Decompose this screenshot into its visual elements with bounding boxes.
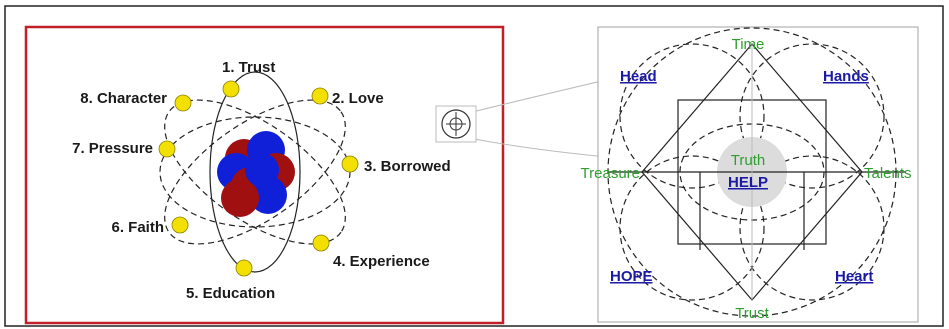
electron <box>312 234 330 252</box>
electron-label-borrowed: 3. Borrowed <box>364 158 451 175</box>
orbit-3 <box>164 99 346 245</box>
electron <box>341 155 359 173</box>
electron <box>158 140 176 158</box>
link-hope[interactable]: HOPE <box>610 268 653 285</box>
link-head[interactable]: Head <box>620 68 657 85</box>
circle-top-left <box>619 43 765 189</box>
neutron <box>245 153 279 187</box>
label-trust: Trust <box>735 305 769 322</box>
electron <box>311 87 329 105</box>
proton <box>221 179 259 217</box>
electron-label-education: 5. Education <box>186 285 275 302</box>
electron <box>222 80 240 98</box>
circle-top-right <box>739 43 885 189</box>
circle-bottom-left <box>619 155 765 301</box>
label-talents: Talents <box>864 165 912 182</box>
atom-nucleus <box>217 131 295 217</box>
magnifier-glyph-icon <box>441 109 471 139</box>
label-truth: Truth <box>731 152 765 169</box>
help-diagram <box>607 27 906 317</box>
electron-label-pressure: 7. Pressure <box>72 140 153 157</box>
link-heart[interactable]: Heart <box>835 268 873 285</box>
electron <box>235 259 253 277</box>
electron-label-love: 2. Love <box>332 90 384 107</box>
electron <box>171 216 189 234</box>
electron <box>174 94 192 112</box>
label-time: Time <box>732 36 765 53</box>
atom-electrons <box>158 80 359 277</box>
label-treasure: Treasure <box>581 165 640 182</box>
electron-label-trust: 1. Trust <box>222 59 275 76</box>
link-hands[interactable]: Hands <box>823 68 869 85</box>
electron-label-character: 8. Character <box>80 90 167 107</box>
circle-bottom-right <box>739 155 885 301</box>
electron-label-faith: 6. Faith <box>111 219 164 236</box>
orbit-4 <box>209 71 301 273</box>
electron-label-experience: 4. Experience <box>333 253 430 270</box>
link-help[interactable]: HELP <box>728 174 768 191</box>
